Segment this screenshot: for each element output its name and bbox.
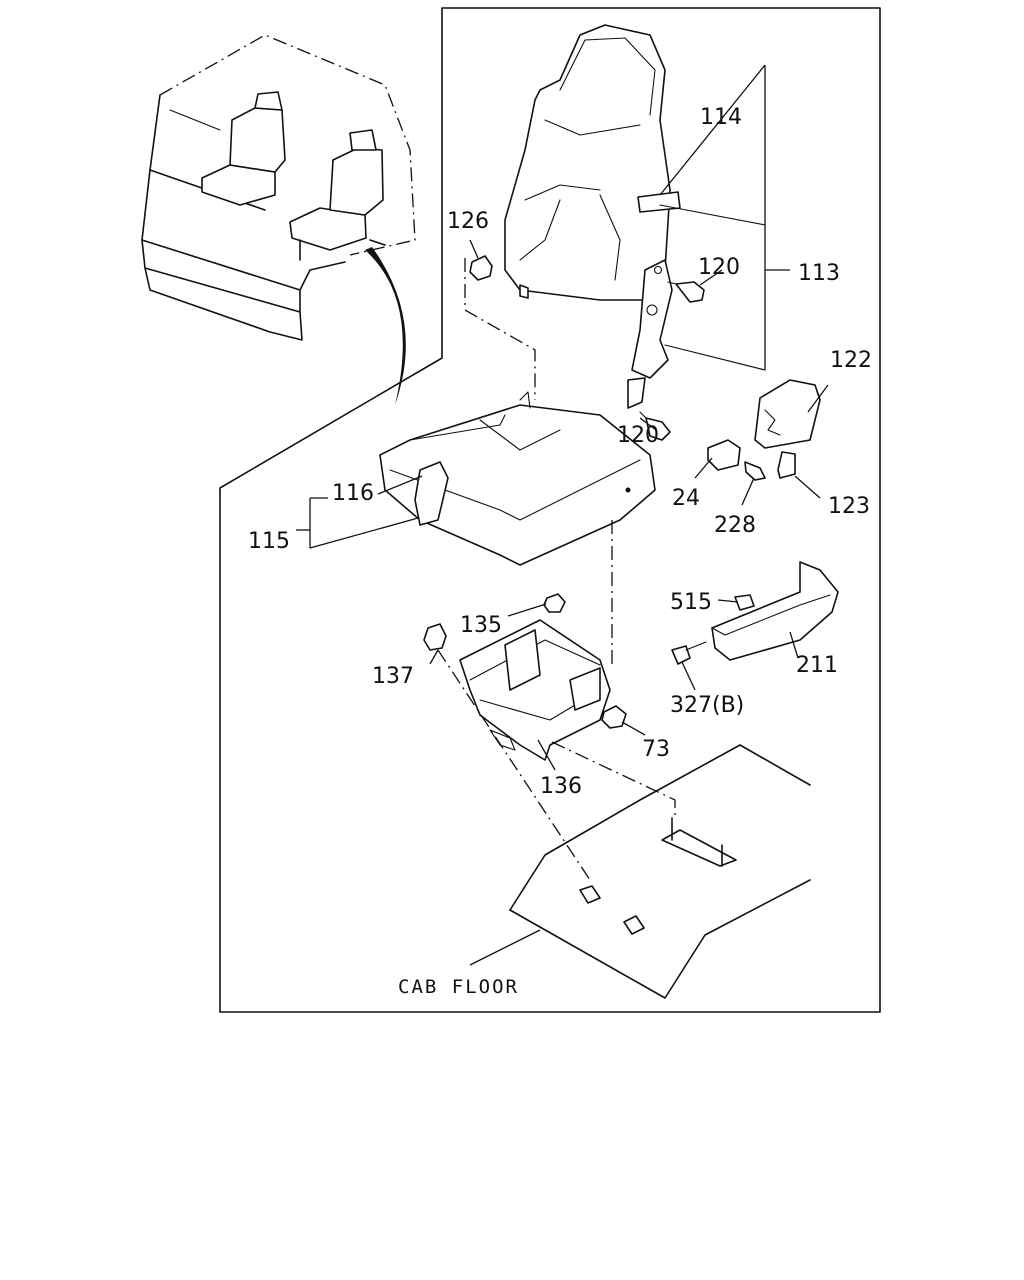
bolt-120-lower [639,411,671,441]
seat-cushion [379,391,656,566]
label-120-lower: 120 [617,423,659,448]
label-120-upper: 120 [698,255,740,280]
label-115: 115 [248,529,290,554]
label-126: 126 [447,209,489,234]
screw-228 [744,461,766,481]
knob-24 [707,439,741,471]
label-cab-floor: CAB FLOOR [398,976,519,998]
part-labels: 114 120 113 126 120 122 116 115 24 228 1… [248,105,872,998]
label-122: 122 [830,348,872,373]
leader-lines [296,64,829,966]
cab-floor [509,744,811,999]
armrest-211 [711,561,839,661]
seat-back [504,24,681,409]
label-116: 116 [332,481,374,506]
label-211: 211 [796,653,838,678]
label-137: 137 [372,664,414,689]
seat-frame-136 [459,619,611,761]
label-515: 515 [670,590,712,615]
label-327b: 327(B) [670,693,744,718]
label-24: 24 [672,486,700,511]
alignment-lines [437,204,766,881]
label-123: 123 [828,494,870,519]
label-136: 136 [540,774,582,799]
clip-515 [734,594,755,611]
nut-135 [543,593,566,613]
screw-123 [777,451,796,479]
label-135: 135 [460,613,502,638]
label-114: 114 [700,105,742,130]
diagram-frame [219,7,881,1013]
clip-126 [469,255,493,281]
screw-327b [671,641,707,665]
bolt-137 [423,623,447,651]
label-73: 73 [642,737,670,762]
label-113: 113 [798,261,840,286]
bolt-120-upper [667,281,705,303]
nut-73 [601,705,627,729]
label-228: 228 [714,513,756,538]
side-cover-122 [754,379,821,449]
cab-inset-illustration [141,34,416,405]
